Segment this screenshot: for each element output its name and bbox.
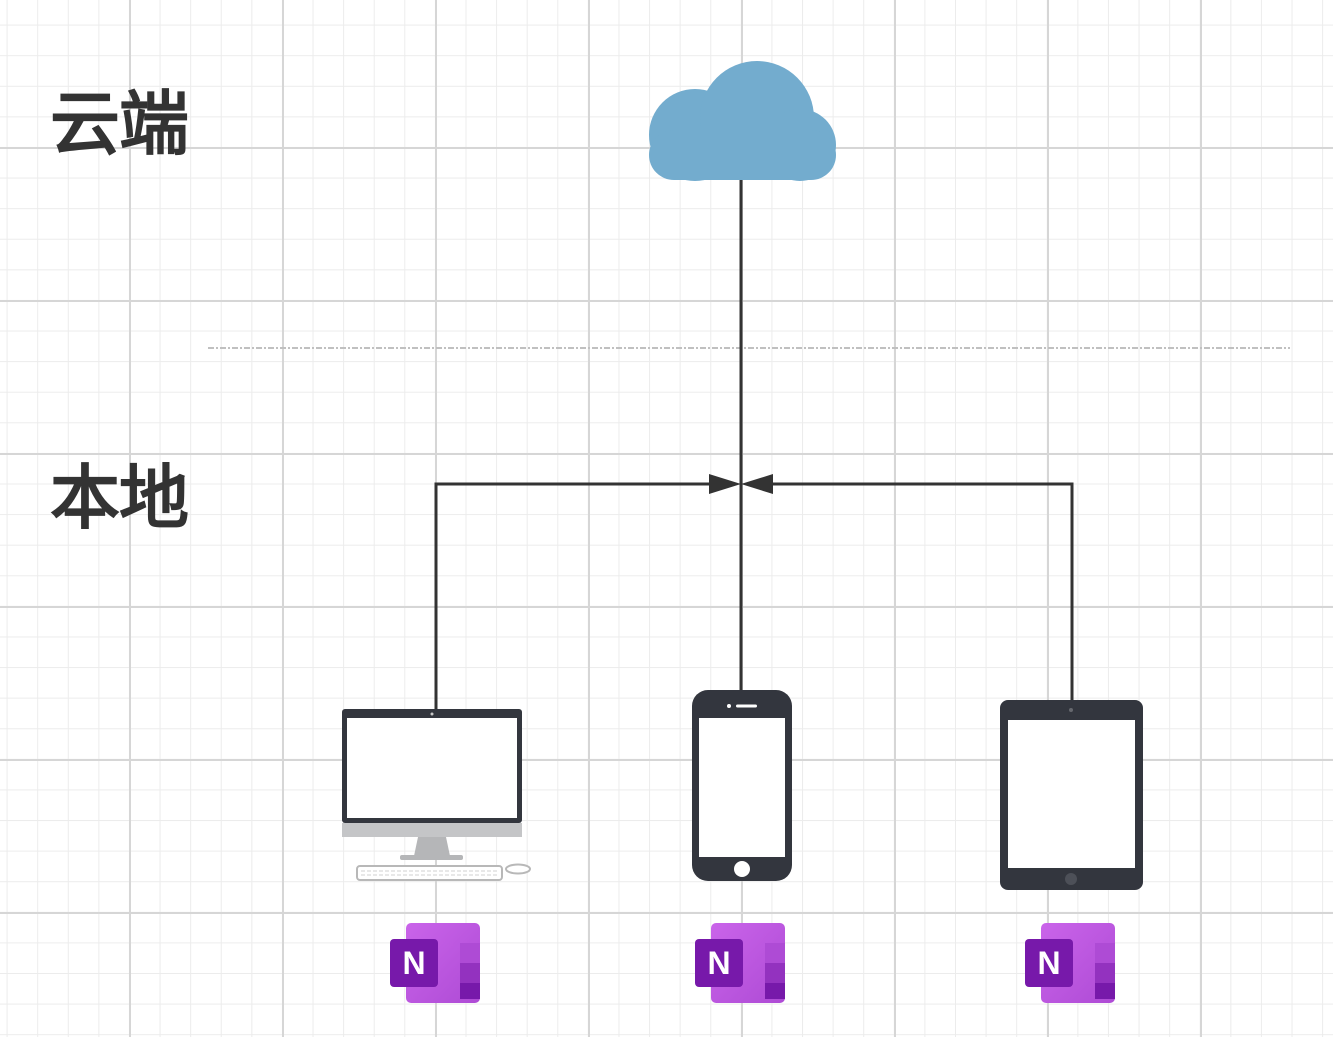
local-zone-label: 本地 bbox=[50, 457, 189, 539]
desktop-computer-icon bbox=[342, 709, 531, 881]
onenote-icon bbox=[695, 923, 785, 1003]
arrowhead-left bbox=[709, 474, 741, 494]
onenote-icon bbox=[390, 923, 480, 1003]
connector-desktop bbox=[434, 482, 716, 710]
cloud-icon bbox=[649, 61, 836, 181]
arrowhead-right bbox=[741, 474, 773, 494]
onenote-icon bbox=[1025, 923, 1115, 1003]
connector-tablet bbox=[766, 482, 1074, 700]
smartphone-icon bbox=[692, 690, 792, 881]
cloud-zone-label: 云端 bbox=[50, 83, 189, 165]
tablet-icon bbox=[1000, 700, 1143, 890]
